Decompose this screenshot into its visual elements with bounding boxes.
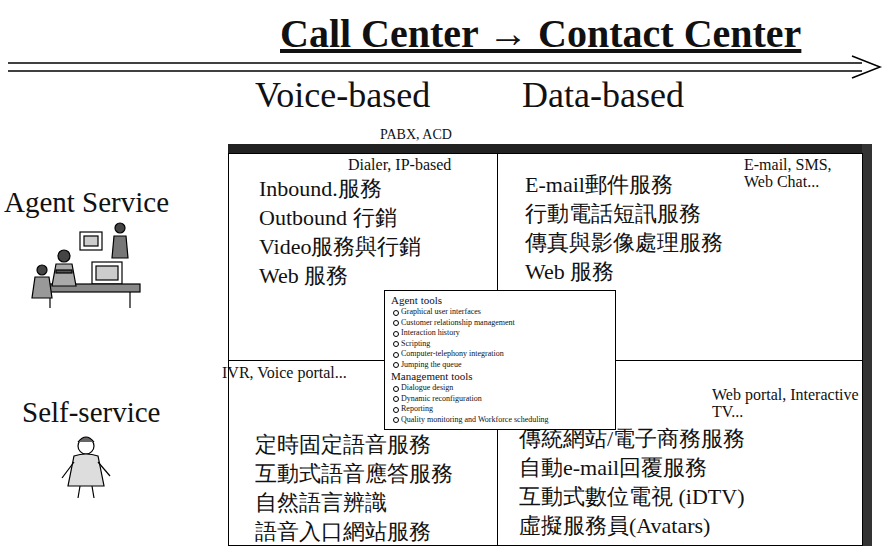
service-item: Inbound.服務 — [259, 174, 493, 203]
tool-item: Jumping the queue — [391, 360, 609, 371]
service-item: 定時固定語音服務 — [255, 430, 493, 459]
tool-item: Graphical user interfaces — [391, 307, 609, 318]
tool-item: Dialogue design — [391, 383, 609, 394]
channel-note: E-mail, SMS, Web Chat... — [744, 156, 856, 190]
service-item: 傳真與影像處理服務 — [525, 228, 858, 257]
box-shadow — [862, 144, 872, 546]
tool-item: Quality monitoring and Workforce schedul… — [391, 415, 609, 426]
tool-item: Computer-telephony integration — [391, 349, 609, 360]
service-item: 語音入口網站服務 — [255, 517, 493, 546]
row-heading: Agent Service — [4, 186, 169, 219]
tools-heading: Agent tools — [391, 294, 609, 307]
service-item: 行動電話短訊服務 — [525, 199, 858, 228]
progress-arrow — [8, 56, 880, 78]
tool-item: Reporting — [391, 404, 609, 415]
service-item: 互動式語音應答服務 — [255, 459, 493, 488]
channel-note: Dialer, IP-based — [348, 156, 451, 173]
tool-item: Scripting — [391, 339, 609, 350]
channel-note: PABX, ACD — [380, 126, 452, 143]
service-item: Web 服務 — [259, 261, 493, 290]
tool-item: Customer relationship management — [391, 318, 609, 329]
box-top-bar — [228, 144, 868, 153]
service-item: 互動式數位電視 (iDTV) — [519, 482, 858, 511]
service-item: E-mail郵件服務 — [525, 170, 858, 199]
tool-item: Dynamic reconfiguration — [391, 394, 609, 405]
self-service-clipart — [62, 437, 110, 498]
channel-note: IVR, Voice portal... — [222, 364, 362, 381]
tools-heading: Management tools — [391, 370, 609, 383]
column-heading: Voice-based — [255, 74, 430, 116]
tool-item: Interaction history — [391, 328, 609, 339]
channel-note: Web portal, Interactive TV... — [712, 386, 860, 420]
column-heading: Data-based — [522, 74, 684, 116]
service-item: 自然語言辨識 — [255, 488, 493, 517]
service-item: Outbound 行銷 — [259, 203, 493, 232]
agent-clipart — [32, 223, 140, 308]
service-item: Web 服務 — [525, 257, 858, 286]
row-heading: Self-service — [22, 396, 161, 429]
title: Call Center → Contact Center — [280, 10, 801, 57]
tools-box: Agent toolsGraphical user interfacesCust… — [384, 290, 616, 430]
service-item: 虛擬服務員(Avatars) — [519, 511, 858, 540]
service-item: 自動e-mail回覆服務 — [519, 453, 858, 482]
service-item: Video服務與行銷 — [259, 232, 493, 261]
